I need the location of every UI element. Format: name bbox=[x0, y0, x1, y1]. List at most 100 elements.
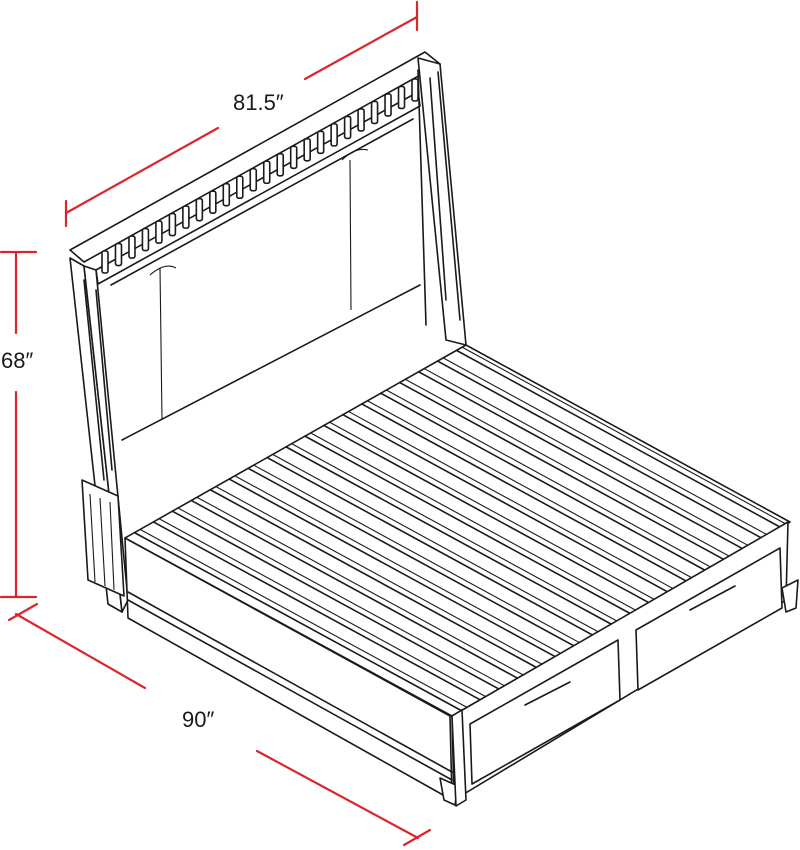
bed-drawing bbox=[69, 51, 799, 807]
drawer-right bbox=[635, 547, 783, 691]
headboard-panel-seam-right bbox=[349, 159, 352, 311]
left-post-lower-panel bbox=[81, 479, 125, 597]
deck-slat-edge bbox=[405, 379, 731, 558]
headboard-slat bbox=[357, 108, 365, 132]
length-dimension bbox=[7, 602, 432, 847]
height-dim-label: 68″ bbox=[1, 348, 33, 373]
deck-slat-edge bbox=[272, 454, 600, 633]
headboard-slat bbox=[209, 190, 217, 214]
drawer-right-handle bbox=[689, 585, 736, 611]
corner-post-front bbox=[451, 709, 467, 807]
left-post-lower-slat-3 bbox=[109, 501, 115, 591]
width-dim-line-right bbox=[303, 15, 419, 81]
deck-slat bbox=[455, 349, 782, 529]
deck-slat-edge bbox=[329, 421, 656, 601]
deck-slat bbox=[228, 478, 557, 658]
deck-slat bbox=[323, 424, 650, 604]
left-post-brace-b bbox=[95, 289, 113, 471]
deck-slats bbox=[133, 346, 787, 712]
deck-slat-edge bbox=[443, 357, 769, 536]
drawer-left-handle bbox=[524, 681, 571, 706]
headboard-slat bbox=[155, 220, 163, 244]
drawer-left bbox=[469, 639, 621, 785]
headboard-slat bbox=[330, 123, 338, 147]
headboard bbox=[69, 51, 467, 613]
deck-slat bbox=[152, 521, 481, 701]
deck-slat-edge bbox=[367, 400, 693, 579]
headboard-slat bbox=[101, 250, 109, 274]
left-post-lower-slat-2 bbox=[99, 497, 106, 587]
width-dim-label: 81.5″ bbox=[233, 90, 284, 115]
width-dim-line-left bbox=[64, 126, 220, 215]
deck-slat-edge bbox=[253, 464, 581, 644]
width-dimension bbox=[64, 0, 419, 228]
deck-slat bbox=[285, 446, 613, 626]
headboard-slat bbox=[114, 242, 123, 267]
headboard-slat bbox=[168, 212, 177, 237]
headboard-panel-tuck-right bbox=[341, 148, 369, 161]
deck-slat bbox=[247, 467, 575, 647]
headboard-slat bbox=[182, 205, 190, 229]
deck-slat bbox=[361, 403, 688, 583]
length-dim-line-right bbox=[255, 749, 420, 840]
headboard-slat bbox=[316, 130, 325, 155]
right-post-brace-b bbox=[437, 71, 461, 321]
headboard-slat bbox=[235, 175, 244, 200]
headboard-slat bbox=[249, 167, 258, 192]
deck-slat-edge bbox=[424, 368, 750, 547]
left-side-rail-groove bbox=[127, 591, 453, 773]
deck-slat-edge bbox=[234, 475, 562, 655]
length-dim-line-left bbox=[14, 612, 147, 690]
deck-slat-edge bbox=[140, 529, 468, 709]
headboard-slat bbox=[141, 227, 150, 252]
headboard-slat bbox=[262, 160, 271, 185]
deck-slat-edge bbox=[159, 518, 487, 698]
deck-slat bbox=[190, 499, 519, 680]
length-dim-tick-left bbox=[7, 602, 39, 622]
deck-slat bbox=[304, 435, 632, 615]
deck-slat-edge bbox=[348, 411, 675, 590]
left-side-rail-groove-2 bbox=[127, 599, 453, 781]
headboard-slat bbox=[195, 197, 204, 222]
headboard-slat bbox=[128, 235, 136, 259]
deck-slat bbox=[171, 510, 500, 690]
deck-slat bbox=[266, 456, 594, 636]
left-post-lower-slat-1 bbox=[89, 493, 96, 583]
headboard-slats bbox=[101, 78, 419, 274]
front-left-leg bbox=[439, 777, 459, 806]
headboard-slat bbox=[397, 85, 406, 110]
deck-slat bbox=[436, 360, 763, 539]
deck-slat bbox=[398, 381, 726, 561]
headboard-slat bbox=[303, 138, 311, 162]
headboard-panel-tuck-left bbox=[149, 265, 177, 276]
right-post-brace-a bbox=[429, 77, 447, 301]
deck-slat-edge bbox=[215, 486, 543, 665]
deck-slat-edge bbox=[291, 443, 618, 622]
deck-slat bbox=[417, 371, 744, 550]
headboard-top-rail bbox=[69, 51, 441, 263]
headboard-panel-top bbox=[110, 118, 414, 286]
height-dimension bbox=[0, 250, 38, 599]
deck-slat-edge bbox=[197, 496, 524, 676]
headboard-slat bbox=[370, 100, 379, 125]
headboard-slat bbox=[222, 182, 231, 207]
deck-outline bbox=[124, 344, 791, 717]
deck-slat-edge bbox=[310, 432, 637, 612]
headboard-panel-bottom bbox=[121, 284, 421, 441]
deck-slat-edge bbox=[178, 507, 506, 687]
deck-slat bbox=[342, 413, 669, 593]
left-post-brace-a bbox=[83, 279, 105, 481]
deck-slat bbox=[133, 531, 463, 712]
deck-slat bbox=[379, 392, 707, 572]
front-right-leg bbox=[781, 579, 799, 613]
headboard-slat bbox=[289, 145, 298, 170]
headboard-panel-seam-left bbox=[159, 267, 163, 421]
slat-deck bbox=[124, 344, 791, 717]
headboard-slat bbox=[343, 115, 352, 140]
headboard-slat bbox=[384, 93, 392, 117]
deck-slat-edge bbox=[462, 346, 787, 525]
deck-slat-edge bbox=[386, 389, 712, 568]
footboard bbox=[439, 521, 799, 807]
length-dim-tick-right bbox=[402, 828, 432, 847]
